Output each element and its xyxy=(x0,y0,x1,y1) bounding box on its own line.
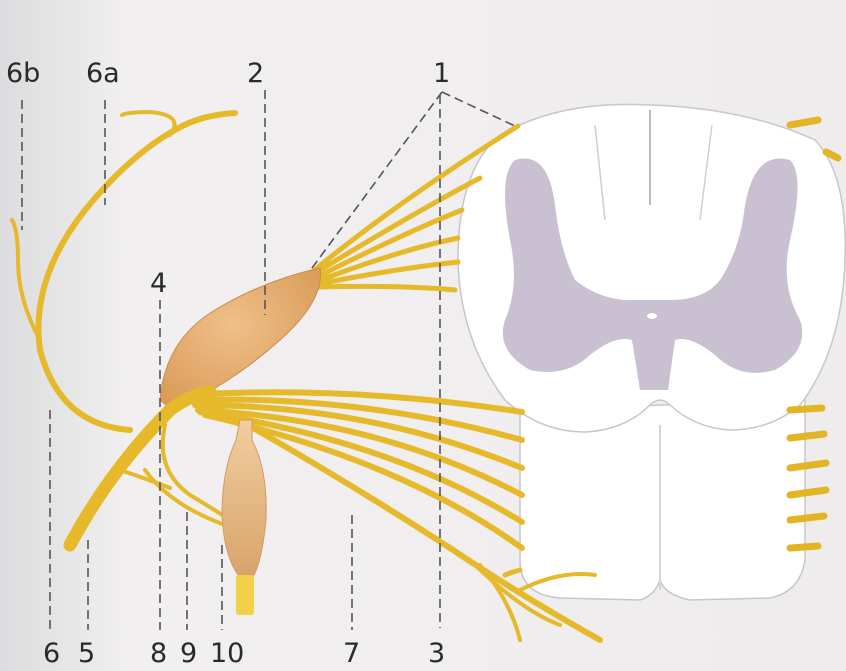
central-canal xyxy=(647,313,657,319)
label-3: 3 xyxy=(428,638,445,669)
label-4: 4 xyxy=(150,268,167,299)
label-6b: 6b xyxy=(6,58,40,89)
label-5: 5 xyxy=(78,638,95,669)
sympathetic-trunk xyxy=(236,575,254,615)
label-10: 10 xyxy=(210,638,244,669)
label-6: 6 xyxy=(43,638,60,669)
label-8: 8 xyxy=(150,638,167,669)
label-7: 7 xyxy=(343,638,360,669)
label-1: 1 xyxy=(433,58,450,89)
label-9: 9 xyxy=(180,638,197,669)
label-2: 2 xyxy=(247,58,264,89)
label-6a: 6a xyxy=(86,58,120,89)
